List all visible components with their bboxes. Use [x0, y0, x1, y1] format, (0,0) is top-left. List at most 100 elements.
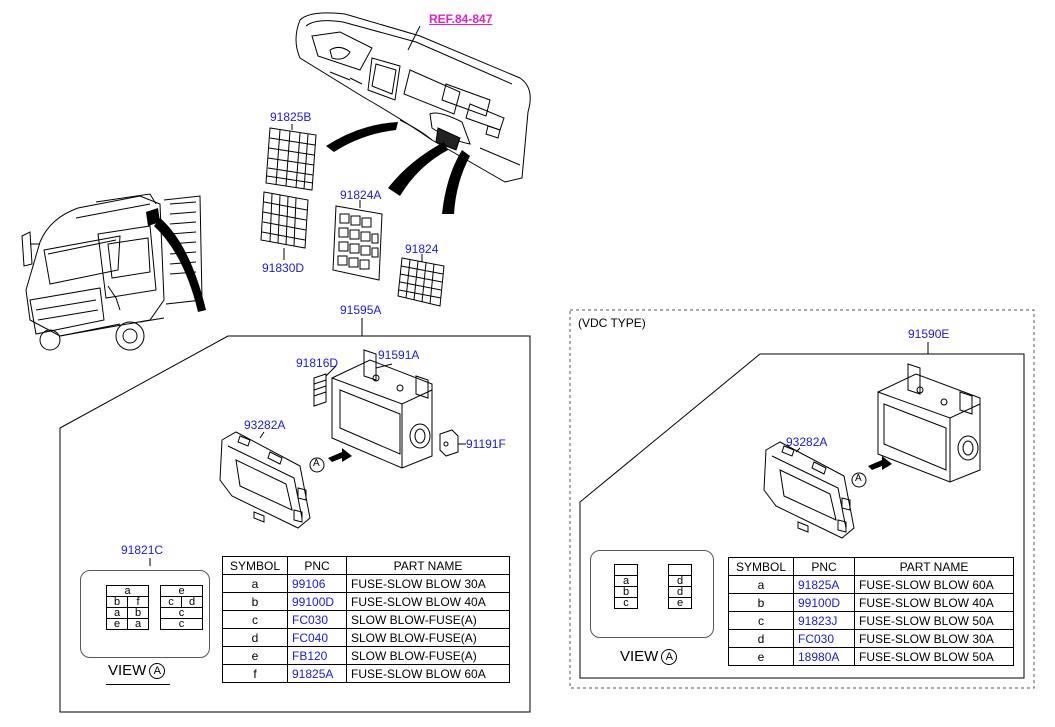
callout-91821C[interactable]: 91821C: [121, 543, 164, 557]
col-header-symbol: SYMBOL: [222, 556, 288, 575]
symbol-cell: a: [728, 575, 794, 594]
part-name-cell: FUSE-SLOW BLOW 50A: [854, 647, 1014, 666]
fuse-slot: e: [106, 618, 128, 630]
symbol-cell: e: [728, 647, 794, 666]
pnc-link[interactable]: 91823J: [793, 611, 855, 630]
col-header-pnc: PNC: [287, 556, 347, 575]
fuse-slot: c: [614, 597, 638, 609]
fuse-slot: a: [106, 607, 128, 619]
pnc-link[interactable]: 99100D: [287, 592, 347, 611]
callout-91816D[interactable]: 91816D: [296, 356, 339, 370]
pnc-link[interactable]: 91825A: [287, 664, 347, 683]
fuse-slot: c: [160, 618, 203, 630]
pnc-link[interactable]: 99106: [287, 574, 347, 593]
part-name-cell: FUSE-SLOW BLOW 60A: [346, 664, 510, 683]
small-relay-drawing: [439, 429, 459, 457]
pnc-link[interactable]: 18980A: [793, 647, 855, 666]
view-a-box-left: [80, 570, 210, 658]
part-name-cell: SLOW BLOW-FUSE(A): [346, 610, 510, 629]
fuse-slot: b: [614, 586, 638, 598]
reference-label[interactable]: REF.84-847: [429, 12, 493, 26]
part-name-cell: FUSE-SLOW BLOW 60A: [854, 575, 1014, 594]
fuse-slot: c: [160, 607, 203, 619]
fuse-slot: [668, 564, 692, 576]
leader-lines: [149, 124, 801, 566]
callout-91824A[interactable]: 91824A: [340, 188, 382, 202]
view-marker-circle-right: [851, 472, 867, 488]
pnc-link[interactable]: 91825A: [793, 575, 855, 594]
view-label-text: VIEW: [108, 662, 147, 679]
symbol-cell: e: [222, 646, 288, 665]
fuse-slot: b: [106, 596, 128, 608]
label-sheet-91824A: [332, 205, 383, 281]
fuse-layout-right-box-left-col: a b c: [614, 564, 638, 609]
fuse-slot: e: [160, 585, 203, 597]
symbol-cell: a: [222, 574, 288, 593]
fuse-slot: c: [160, 596, 182, 608]
callout-91191F[interactable]: 91191F: [466, 437, 506, 451]
pnc-link[interactable]: FC040: [287, 628, 347, 647]
part-name-cell: SLOW BLOW-FUSE(A): [346, 646, 510, 665]
callout-91595A[interactable]: 91595A: [340, 303, 382, 317]
callout-91824[interactable]: 91824: [405, 242, 439, 256]
callout-91825B[interactable]: 91825B: [270, 110, 312, 124]
view-marker-letter-left: A: [313, 458, 320, 469]
ref-leader: [407, 25, 421, 51]
fuse-slot: b: [127, 607, 149, 619]
callout-93282A-left[interactable]: 93282A: [244, 418, 286, 432]
view-a-underline-left: [106, 684, 170, 685]
col-header-part-name: PART NAME: [346, 556, 510, 575]
right-assembly-frame: [579, 342, 1025, 679]
symbol-cell: b: [222, 592, 288, 611]
truck-drawing: [21, 193, 203, 351]
fuse-slot: [614, 564, 638, 576]
fuse-strip-drawing: [313, 373, 327, 407]
symbol-cell: b: [728, 593, 794, 612]
part-name-cell: FUSE-SLOW BLOW 50A: [854, 611, 1014, 630]
fuse-slot: d: [181, 596, 203, 608]
box-cover-drawing-left: [219, 431, 311, 529]
view-marker-letter-right: A: [855, 473, 862, 484]
pnc-link[interactable]: FB120: [287, 646, 347, 665]
view-a-circle: A: [149, 663, 166, 679]
label-sheet-91830D: [260, 191, 309, 249]
insert-arrow-left: [328, 448, 352, 462]
insert-arrow-right: [868, 456, 892, 470]
part-name-cell: SLOW BLOW-FUSE(A): [346, 628, 510, 647]
relay-box-drawing-right: [877, 363, 981, 483]
pnc-link[interactable]: FC030: [287, 610, 347, 629]
symbol-cell: d: [222, 628, 288, 647]
callout-93282A-right[interactable]: 93282A: [786, 435, 828, 449]
label-sheet-91825B: [265, 127, 317, 191]
col-header-pnc: PNC: [793, 557, 855, 576]
pnc-link[interactable]: FC030: [793, 629, 855, 648]
truck-location-marker: [146, 208, 160, 226]
callout-91590E[interactable]: 91590E: [908, 327, 950, 341]
fuse-slot: a: [614, 575, 638, 587]
col-header-part-name: PART NAME: [854, 557, 1014, 576]
fuse-slot: d: [668, 575, 692, 587]
label-sheet-91824: [397, 257, 445, 307]
fuse-slot: e: [668, 597, 692, 609]
symbol-cell: c: [222, 610, 288, 629]
callout-91830D[interactable]: 91830D: [262, 261, 305, 275]
view-a-box-right: [590, 550, 714, 638]
dashboard-drawing: [295, 12, 531, 183]
pnc-link[interactable]: 99100D: [793, 593, 855, 612]
view-marker-circle-left: [309, 457, 325, 473]
box-cover-drawing-right: [763, 441, 855, 539]
callout-91591A[interactable]: 91591A: [378, 348, 420, 362]
col-header-symbol: SYMBOL: [728, 557, 794, 576]
